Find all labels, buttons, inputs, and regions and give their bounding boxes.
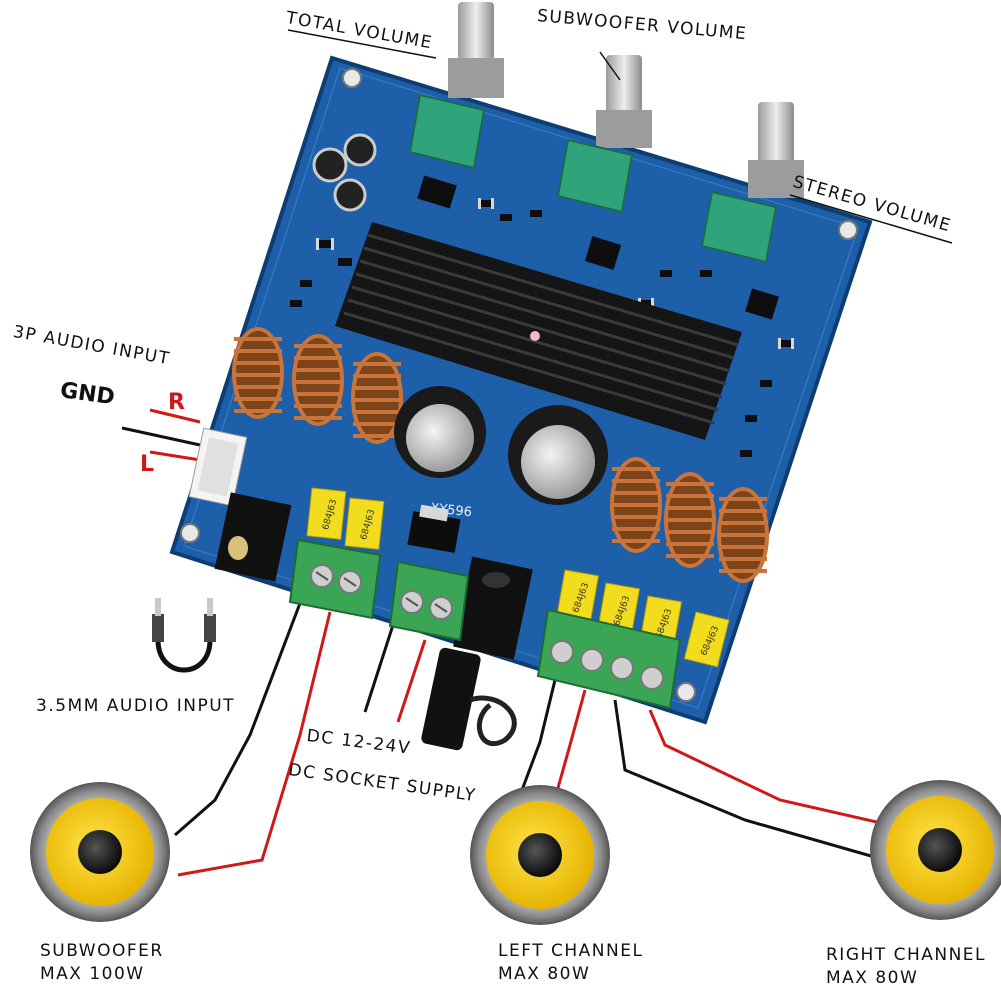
mount-hole <box>180 523 200 543</box>
label-pointers <box>287 29 953 244</box>
label-right-channel: RIGHT CHANNEL MAX 80W <box>826 944 986 990</box>
label-subwoofer: SUBWOOFER MAX 100W <box>40 940 164 986</box>
voltage-regulator <box>407 504 461 553</box>
aux-cable <box>152 598 216 673</box>
wire-right-black <box>613 699 886 862</box>
label-left-title: LEFT CHANNEL <box>498 941 644 961</box>
subwoofer-terminal[interactable] <box>288 538 382 620</box>
speaker-subwoofer <box>30 782 170 922</box>
label-subwoofer-title: SUBWOOFER <box>40 941 164 961</box>
label-r: R <box>168 390 185 415</box>
wire-subwoofer-red <box>177 611 332 877</box>
label-subwoofer-power: MAX 100W <box>40 963 145 984</box>
mount-hole <box>838 220 858 240</box>
main-capacitors <box>394 386 608 505</box>
inductor-coils-right <box>610 457 769 583</box>
label-l: L <box>140 452 155 477</box>
dc-terminal[interactable] <box>388 560 470 642</box>
wire-subwoofer-black <box>174 597 304 837</box>
film-capacitors: 684J63 684J63 684J63 684J63 684J63 684J6… <box>306 487 730 668</box>
pcb-board: XY596 684J63 684J63 684J63 684J63 684J63 <box>169 2 873 725</box>
wire-left-black <box>520 679 557 791</box>
lead-r-red <box>149 408 201 424</box>
wire-left-red <box>554 689 587 796</box>
3p-audio-connector[interactable] <box>188 427 248 507</box>
label-right-power: MAX 80W <box>826 967 919 988</box>
label-left-power: MAX 80W <box>498 963 591 984</box>
left-right-terminal[interactable] <box>536 608 682 710</box>
label-left-channel: LEFT CHANNEL MAX 80W <box>498 940 643 986</box>
label-3-5mm-audio-input: 3.5MM AUDIO INPUT <box>36 696 236 716</box>
inductor-coils-left <box>232 327 403 444</box>
mount-hole <box>342 68 362 88</box>
total-volume-knob[interactable] <box>408 2 504 170</box>
speaker-left <box>470 785 610 925</box>
smd-components <box>290 175 792 457</box>
wires <box>121 408 891 877</box>
heatsink <box>335 222 742 440</box>
dc-adapter <box>421 647 517 751</box>
lead-gnd-black <box>121 426 201 447</box>
mount-hole <box>676 682 696 702</box>
lead-l-red <box>149 450 201 462</box>
label-right-title: RIGHT CHANNEL <box>826 945 986 965</box>
wire-dc-red <box>396 639 427 723</box>
wire-right-red <box>648 709 891 827</box>
small-capacitors <box>312 133 377 212</box>
dc-socket[interactable] <box>453 556 533 660</box>
subwoofer-volume-knob[interactable] <box>556 55 652 214</box>
speaker-right <box>870 780 1001 920</box>
wire-dc-black <box>363 624 395 713</box>
stereo-volume-knob[interactable] <box>700 102 804 264</box>
3-5mm-jack[interactable] <box>214 492 292 582</box>
